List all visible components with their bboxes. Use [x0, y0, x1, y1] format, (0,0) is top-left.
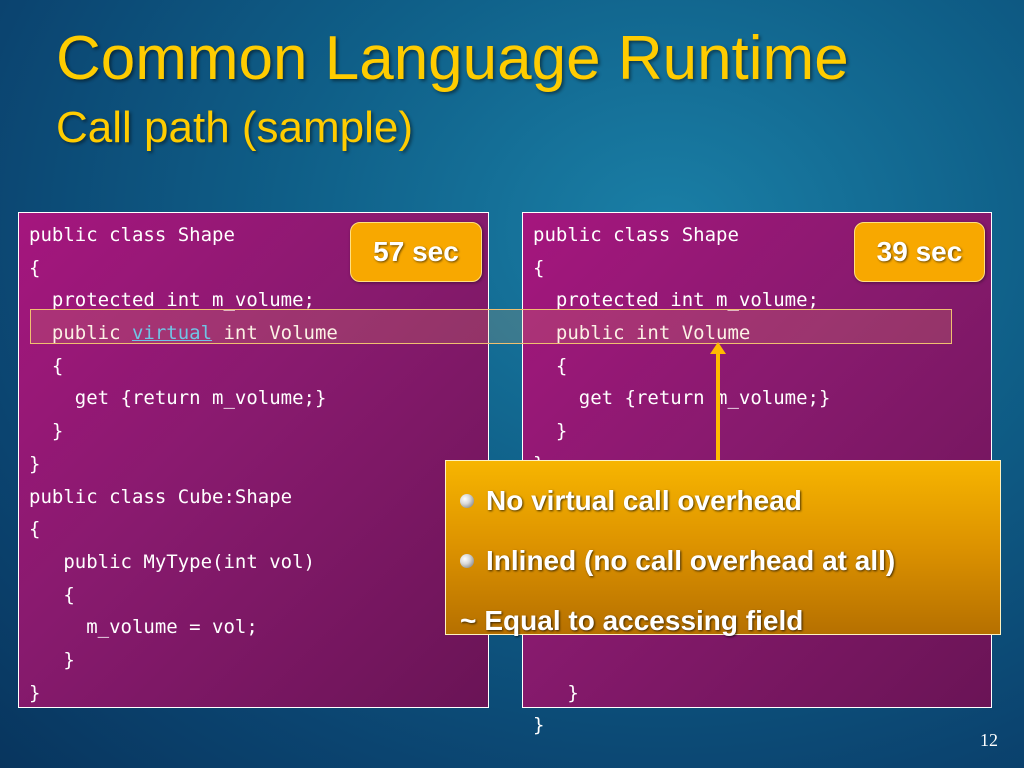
- code-line: }: [533, 714, 545, 737]
- slide-title: Common Language Runtime: [56, 24, 849, 93]
- code-line: }: [29, 648, 75, 671]
- code-line: public class Cube:Shape: [29, 485, 293, 508]
- code-line: {: [533, 354, 568, 377]
- code-line: public class Shape: [533, 224, 739, 246]
- code-line-highlighted: public int Volume: [533, 322, 751, 345]
- code-panel-virtual: public class Shape { protected int m_vol…: [18, 212, 489, 708]
- code-line: public MyType(int vol): [29, 550, 315, 573]
- arrow-connector: [716, 352, 720, 462]
- virtual-keyword: virtual: [131, 322, 213, 345]
- code-line: }: [29, 452, 41, 475]
- bullet-icon: [460, 494, 474, 508]
- code-line: protected int m_volume;: [533, 289, 819, 312]
- bullet-icon: [460, 554, 474, 568]
- tilde-symbol: ~: [460, 605, 477, 636]
- code-line: }: [533, 681, 579, 704]
- code-line: get {return m_volume;}: [29, 387, 327, 410]
- page-number: 12: [980, 730, 998, 750]
- callout-item: No virtual call overhead: [460, 471, 986, 531]
- code-line: {: [29, 518, 41, 541]
- code-line: }: [29, 681, 41, 704]
- code-line: {: [533, 256, 545, 279]
- slide-subtitle: Call path (sample): [56, 103, 414, 152]
- code-line: public class Shape: [29, 224, 235, 246]
- code-line: get {return m_volume;}: [533, 387, 831, 410]
- code-line: {: [29, 256, 41, 279]
- code-fragment: int Volume: [212, 322, 338, 345]
- arrow-up-icon: [710, 342, 726, 354]
- code-line-highlighted: public virtual int Volume: [29, 317, 478, 350]
- callout-text: No virtual call overhead: [486, 485, 802, 516]
- highlight-band: [30, 309, 952, 344]
- code-line: }: [29, 420, 64, 443]
- callout-text: Inlined (no call overhead at all): [486, 545, 896, 576]
- code-line: {: [29, 583, 75, 606]
- code-line: {: [29, 354, 64, 377]
- time-badge-virtual: 57 sec: [350, 222, 482, 282]
- code-line: protected int m_volume;: [29, 289, 315, 312]
- code-line: m_volume = vol;: [29, 616, 258, 639]
- code-fragment: public: [29, 322, 132, 345]
- code-line: }: [533, 420, 568, 443]
- callout-text: Equal to accessing field: [484, 605, 804, 636]
- time-badge-non-virtual: 39 sec: [854, 222, 985, 282]
- callout-box: No virtual call overhead Inlined (no cal…: [445, 460, 1001, 636]
- callout-note: ~ Equal to accessing field: [460, 591, 986, 651]
- callout-item: Inlined (no call overhead at all): [460, 531, 986, 591]
